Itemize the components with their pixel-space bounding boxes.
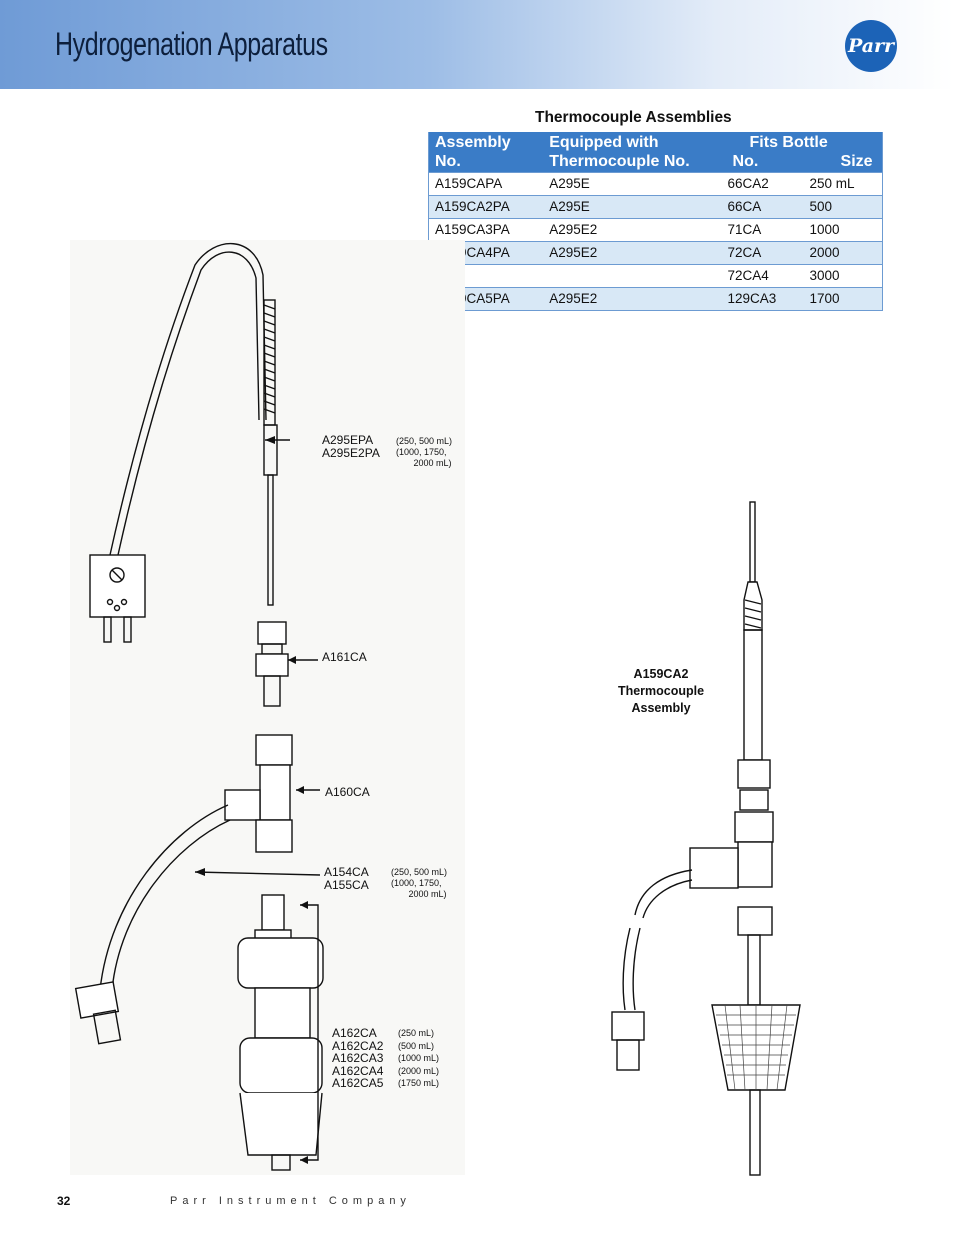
cell-size: 250 mL [803, 172, 883, 196]
cell-thermocouple: A295E [543, 172, 722, 196]
cell-thermocouple [543, 264, 722, 288]
right-assembly-caption: A159CA2 Thermocouple Assembly [617, 667, 705, 715]
note-hose: (250, 500 mL) (1000, 1750, 2000 mL) [391, 867, 448, 899]
right-hose-fitting [611, 1011, 645, 1041]
cell-assembly: A159CAPA [428, 172, 544, 196]
cell-thermocouple: A295E [543, 195, 722, 219]
note-stopper: (250 mL) (500 mL) (1000 mL) (2000 mL) (1… [398, 1028, 440, 1088]
stopper-cap [237, 937, 324, 989]
parr-logo: Parr [845, 20, 897, 72]
label-thermocouple-parts: A295EPA A295E2PA [322, 433, 380, 460]
thermocouple-cable-outer [109, 242, 267, 556]
fitting-a161ca-top [257, 621, 287, 645]
tee-side-nut [224, 789, 261, 821]
cell-bottle-no: 72CA [721, 241, 804, 265]
page-number: 32 [57, 1194, 71, 1208]
cell-bottle-no: 71CA [721, 218, 804, 242]
note-thermocouple: (250, 500 mL) (1000, 1750, 2000 mL) [396, 436, 453, 468]
hose-outer [99, 804, 229, 991]
cell-size: 1700 [803, 287, 883, 311]
right-tee-body [737, 841, 773, 888]
hose-inner [111, 819, 231, 991]
cell-bottle-no: 66CA2 [721, 172, 804, 196]
cell-assembly: A159CA3PA [428, 218, 544, 242]
thermocouple-cable-inner [117, 251, 260, 556]
cell-size: 3000 [803, 264, 883, 288]
cell-size: 1000 [803, 218, 883, 242]
table-title: Thermocouple Assemblies [535, 109, 732, 126]
cell-bottle-no: 72CA4 [721, 264, 804, 288]
label-tee: A160CA [325, 785, 370, 799]
tee-a160ca-top [255, 734, 293, 766]
label-stopper: A162CA A162CA2 A162CA3 A162CA4 A162CA5 [332, 1026, 384, 1090]
thermocouple-connector [89, 554, 146, 618]
header-fits-bottle: Fits Bottle No.Size [721, 132, 883, 173]
cell-size: 500 [803, 195, 883, 219]
page-header-band [0, 0, 954, 89]
cell-thermocouple: A295E2 [543, 241, 722, 265]
cell-thermocouple: A295E2 [543, 287, 722, 311]
leader-hose [194, 871, 321, 876]
footer-company: Parr Instrument Company [170, 1195, 411, 1207]
right-top-nut [737, 759, 771, 789]
cell-thermocouple: A295E2 [543, 218, 722, 242]
logo-text: Parr [847, 35, 895, 57]
right-tee-side-nut [689, 847, 739, 889]
page-title: Hydrogenation Apparatus [55, 26, 328, 62]
cell-assembly: A159CA2PA [428, 195, 544, 219]
right-hose-a [634, 869, 693, 916]
thermocouple-probe [267, 474, 274, 606]
label-hose: A154CA A155CA [324, 865, 369, 892]
cell-bottle-no: 129CA3 [721, 287, 804, 311]
hose-end-fitting [74, 981, 120, 1019]
right-probe-tip [749, 501, 756, 583]
rubber-stopper [239, 1092, 323, 1156]
label-fitting: A161CA [322, 650, 367, 664]
hose-barb [261, 894, 285, 931]
bracket-stopper [300, 904, 319, 1161]
cell-bottle-no: 66CA [721, 195, 804, 219]
cell-size: 2000 [803, 241, 883, 265]
right-hose-b [622, 927, 631, 1011]
